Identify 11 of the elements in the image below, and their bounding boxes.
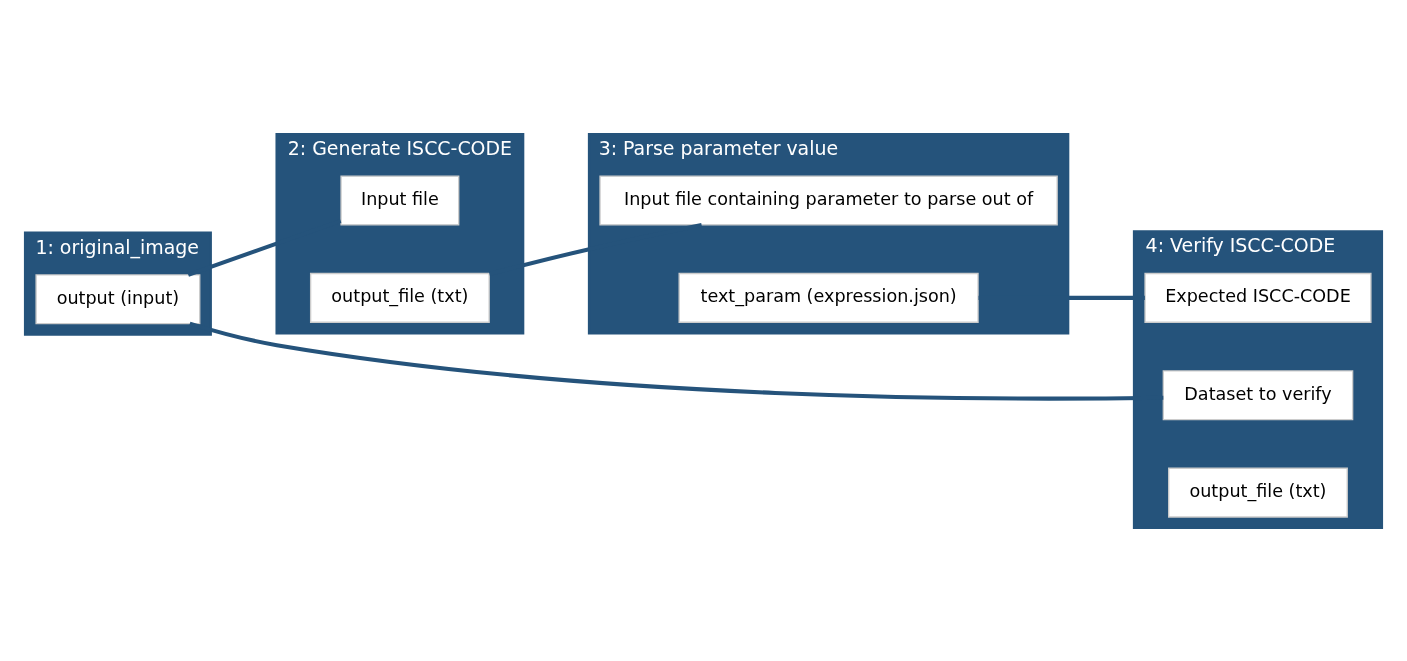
node-box: output_file (txt): [309, 272, 490, 323]
connector: [488, 222, 702, 276]
node-box: Input file: [340, 174, 460, 225]
connector: [978, 295, 1145, 300]
node-box: text_param (expression.json): [678, 272, 979, 323]
node-box: Dataset to verify: [1162, 369, 1354, 420]
connector: [189, 321, 1164, 401]
node-box: output_file (txt): [1168, 467, 1348, 518]
node-box: output (input): [35, 273, 201, 324]
node-box: Input file containing parameter to parse out of: [599, 174, 1058, 225]
node-box: Expected ISCC-CODE: [1144, 272, 1372, 323]
